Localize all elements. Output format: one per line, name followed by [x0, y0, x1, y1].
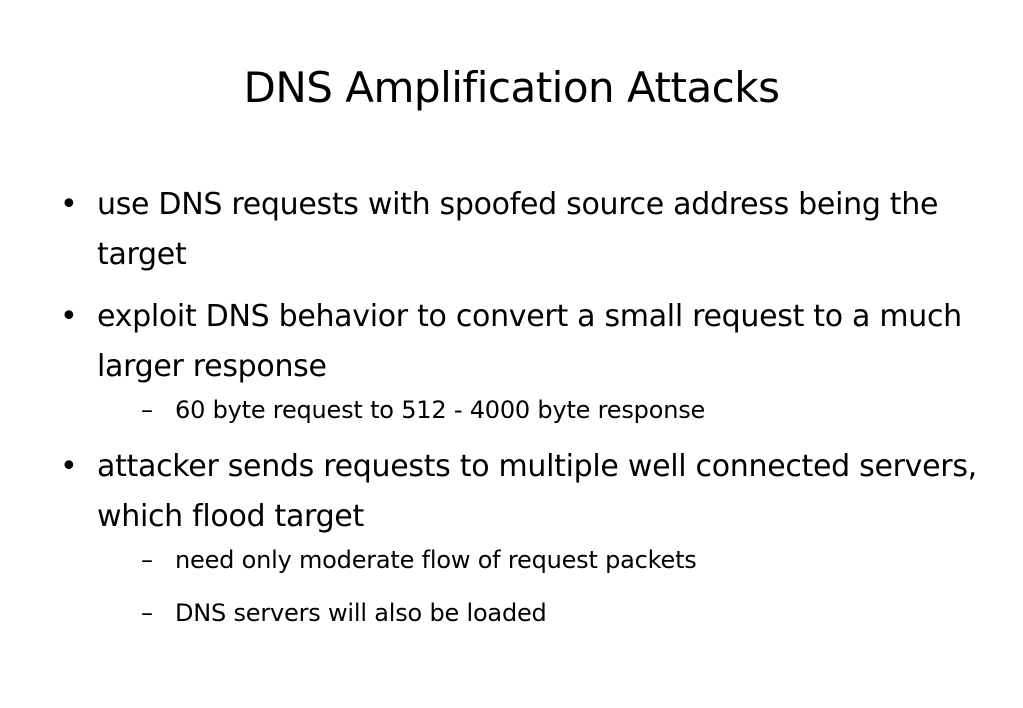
dash-icon: – — [141, 599, 153, 627]
sub-bullet-list: – 60 byte request to 512 - 4000 byte res… — [97, 390, 990, 430]
sub-bullet-list: – need only moderate flow of request pac… — [97, 540, 990, 633]
sub-bullet-item: – DNS servers will also be loaded — [97, 593, 990, 633]
bullet-text: use DNS requests with spoofed source add… — [97, 187, 939, 272]
bullet-text: attacker sends requests to multiple well… — [97, 449, 977, 534]
dash-icon: – — [141, 396, 153, 424]
slide-title: DNS Amplification Attacks — [243, 63, 780, 112]
bullet-text: exploit DNS behavior to convert a small … — [97, 299, 962, 384]
bullet-icon: • — [60, 187, 78, 222]
bullet-item: • use DNS requests with spoofed source a… — [60, 180, 990, 280]
bullet-icon: • — [60, 449, 78, 484]
bullet-item: • attacker sends requests to multiple we… — [60, 442, 990, 633]
sub-bullet-item: – 60 byte request to 512 - 4000 byte res… — [97, 390, 990, 430]
sub-bullet-text: 60 byte request to 512 - 4000 byte respo… — [175, 396, 706, 424]
sub-bullet-item: – need only moderate flow of request pac… — [97, 540, 990, 580]
sub-bullet-text: DNS servers will also be loaded — [175, 599, 547, 627]
bullet-item: • exploit DNS behavior to convert a smal… — [60, 292, 990, 430]
bullet-icon: • — [60, 299, 78, 334]
dash-icon: – — [141, 546, 153, 574]
bullet-list: • use DNS requests with spoofed source a… — [60, 180, 990, 645]
sub-bullet-text: need only moderate flow of request packe… — [175, 546, 697, 574]
